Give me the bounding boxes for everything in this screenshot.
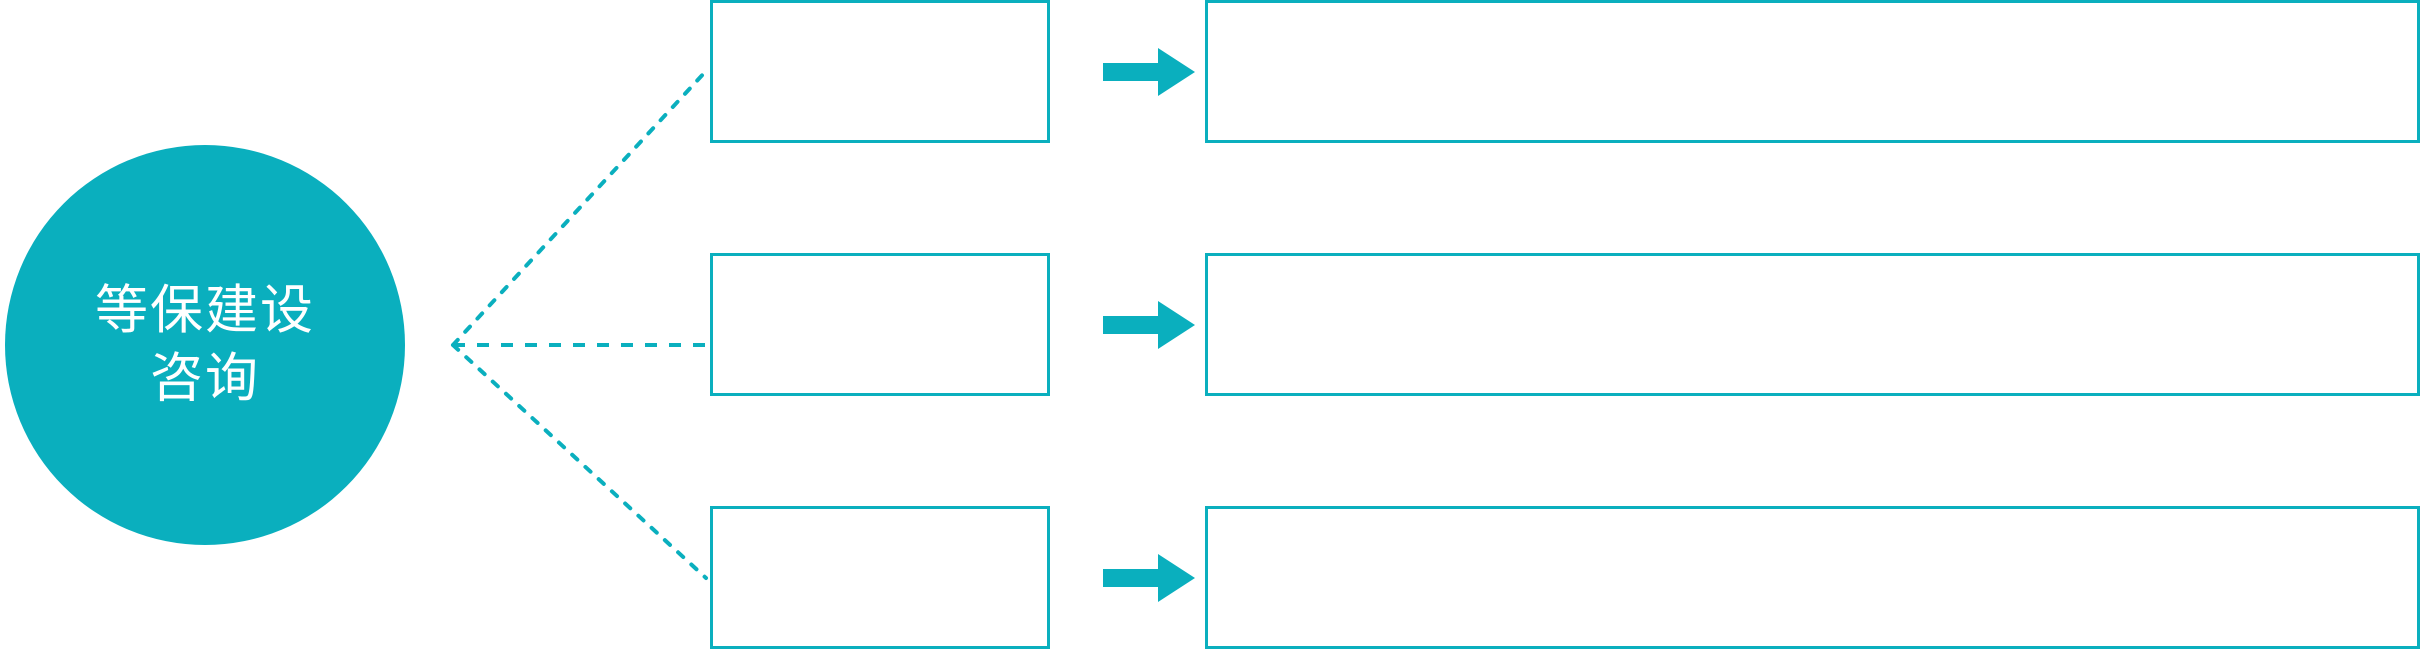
category-box-row-3[interactable] (710, 506, 1050, 649)
detail-box-row-3[interactable] (1205, 506, 2420, 649)
diagram-row (0, 253, 2434, 397)
detail-box-row-2[interactable] (1205, 253, 2420, 396)
arrow-right-icon (1103, 48, 1195, 96)
diagram-row (0, 506, 2434, 650)
detail-box-row-1[interactable] (1205, 0, 2420, 143)
category-box-row-2[interactable] (710, 253, 1050, 396)
hub-label-line-1: 等保建设 (95, 281, 315, 341)
category-box-row-1[interactable] (710, 0, 1050, 143)
hub-circle[interactable]: 等保建设 咨询 (5, 145, 405, 545)
arrow-right-icon (1103, 554, 1195, 602)
arrow-right-icon (1103, 301, 1195, 349)
diagram-row (0, 0, 2434, 144)
hub-label-line-2: 咨询 (150, 349, 260, 408)
